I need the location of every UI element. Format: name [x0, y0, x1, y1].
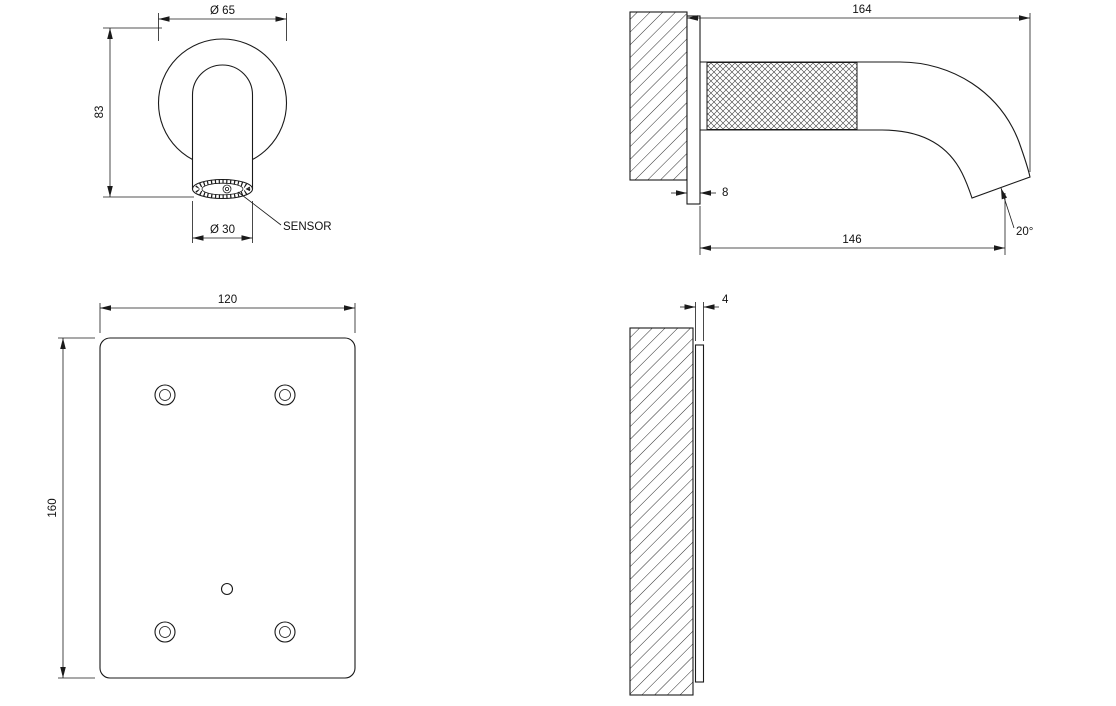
- screw-hole-inner: [279, 626, 291, 638]
- screw-hole-outer: [154, 621, 176, 643]
- dim-plate-thickness-label: 8: [722, 187, 728, 199]
- screw-hole-top-left: [154, 384, 176, 406]
- sensor-dot: [224, 186, 229, 191]
- leader-line: [237, 191, 282, 226]
- dim-spout-projection: 146: [699, 193, 1006, 255]
- spout-side-view: 164 8 146 20°: [629, 4, 1033, 255]
- screw-hole-outer: [274, 621, 296, 643]
- dim-flange-diameter: Ø 65: [158, 5, 287, 41]
- dim-outlet-diameter: Ø 30: [192, 201, 253, 243]
- backplate-front-view: 120 160: [47, 294, 356, 679]
- dim-backplate-thickness: 4: [680, 294, 729, 341]
- dim-flange-diameter-label: Ø 65: [210, 5, 235, 17]
- sensor-opening: [222, 184, 232, 194]
- screw-hole-outer: [154, 384, 176, 406]
- aerator-tick-ring: [194, 179, 251, 199]
- dim-total-depth-label: 164: [852, 4, 872, 16]
- backplate-side-view: 4: [629, 294, 729, 696]
- dim-backplate-thickness-label: 4: [722, 294, 729, 306]
- wall-section: [629, 11, 688, 181]
- dim-plate-width: 120: [99, 294, 356, 333]
- dim-outlet-angle-label: 20°: [1016, 226, 1033, 238]
- spout-tube-outline: [191, 64, 254, 189]
- dim-spout-projection-label: 146: [842, 234, 861, 246]
- dim-outlet-angle: 20°: [1000, 187, 1033, 238]
- dim-total-depth: 164: [687, 4, 1031, 172]
- aerator-inner-ellipse: [201, 182, 244, 196]
- screw-hole-outer: [274, 384, 296, 406]
- sensor-callout: SENSOR: [237, 191, 332, 233]
- backplate-edge: [694, 344, 705, 683]
- dim-spout-height: 83: [94, 27, 194, 198]
- screw-hole-inner: [279, 389, 291, 401]
- spout-front-view: Ø 65 83 Ø 30 SENSOR: [94, 5, 332, 243]
- sensor-label: SENSOR: [283, 221, 332, 233]
- dim-plate-width-label: 120: [218, 294, 237, 306]
- backplate-edge: [686, 15, 701, 205]
- wall-section: [629, 327, 694, 696]
- dim-outlet-diameter-label: Ø 30: [210, 224, 235, 236]
- screw-hole-bottom-left: [154, 621, 176, 643]
- center-pilot-hole: [220, 582, 234, 596]
- screw-hole-inner: [159, 626, 171, 638]
- knurled-grip-section: [706, 62, 858, 130]
- screw-hole-bottom-right: [274, 621, 296, 643]
- screw-hole-top-right: [274, 384, 296, 406]
- dim-spout-height-label: 83: [94, 106, 106, 119]
- spout-tube-mask: [192, 65, 253, 189]
- dim-plate-thickness: 8: [671, 187, 728, 199]
- backplate-outline: [99, 337, 356, 679]
- screw-hole-inner: [159, 389, 171, 401]
- dim-plate-height: 160: [47, 337, 95, 679]
- dim-plate-height-label: 160: [47, 498, 59, 517]
- leader-line: [1000, 187, 1015, 229]
- spout-body-outline: [700, 61, 1031, 199]
